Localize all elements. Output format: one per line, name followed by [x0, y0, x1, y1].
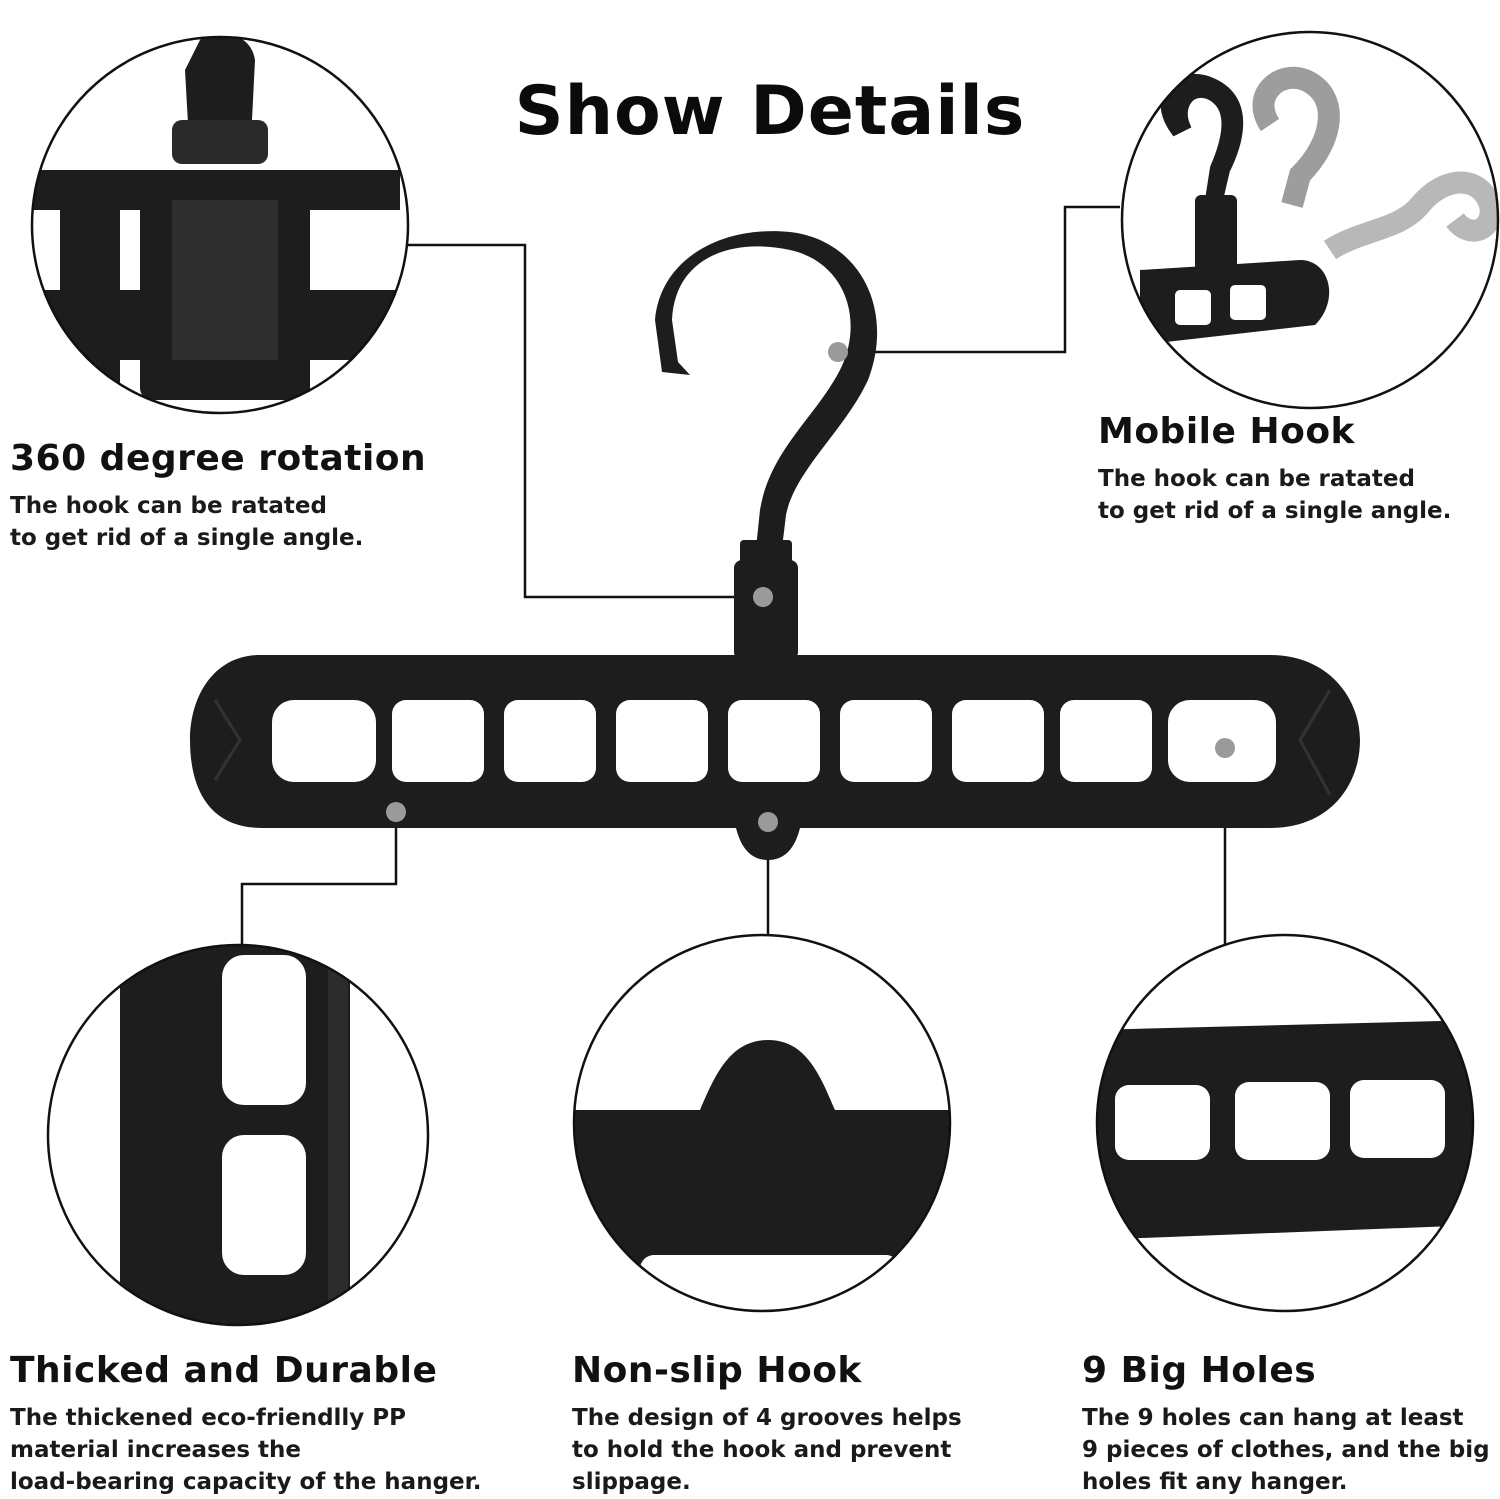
mobile-hook-detail-circle: [1120, 30, 1500, 410]
feature-desc-non-slip: The design of 4 grooves helps to hold th…: [572, 1405, 962, 1495]
page-title: Show Details: [514, 72, 1026, 151]
holes-detail-circle: [1095, 933, 1475, 1313]
rotation-detail-circle: [30, 35, 410, 415]
feature-desc-mobile-hook: The hook can be ratated to get rid of a …: [1098, 466, 1452, 524]
feature-heading-mobile-hook: Mobile Hook: [1098, 411, 1355, 452]
hanger: [190, 231, 1360, 860]
feature-heading-holes: 9 Big Holes: [1082, 1350, 1317, 1391]
feature-heading-non-slip: Non-slip Hook: [572, 1350, 862, 1391]
feature-heading-rotation: 360 degree rotation: [10, 438, 427, 479]
callout-dots: [386, 342, 1235, 832]
leader-lines: [240, 205, 1227, 950]
non-slip-detail-circle: [572, 933, 952, 1313]
feature-desc-rotation: The hook can be ratated to get rid of a …: [10, 493, 364, 551]
thickness-detail-circle: [46, 943, 430, 1327]
feature-desc-durable: The thickened eco-friendlly PP material …: [10, 1405, 482, 1495]
feature-heading-durable: Thicked and Durable: [10, 1350, 438, 1391]
feature-desc-holes: The 9 holes can hang at least 9 pieces o…: [1082, 1405, 1490, 1495]
